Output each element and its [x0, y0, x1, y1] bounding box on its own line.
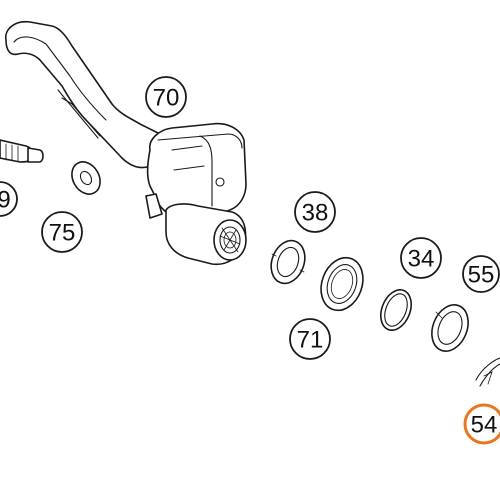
callout-71-label: 71	[297, 327, 324, 354]
callout-38-circle	[294, 191, 336, 233]
washer	[71, 161, 101, 195]
callout-34-circle	[400, 237, 442, 279]
callout-9-circle	[0, 181, 18, 217]
callout-34: 34	[400, 237, 442, 279]
callout-9: 9	[0, 181, 18, 217]
kickstart-lever	[5, 20, 247, 266]
callout-70-circle	[145, 76, 187, 118]
callout-75: 75	[41, 211, 83, 253]
circlip	[431, 304, 469, 352]
callout-54-circle	[463, 403, 500, 445]
bearing-ring	[320, 256, 364, 312]
callout-34-label: 34	[408, 246, 435, 273]
callout-9-label: 9	[0, 187, 11, 214]
bolt	[0, 139, 44, 163]
callout-55-label: 55	[468, 262, 495, 289]
callout-70-label: 70	[153, 85, 180, 112]
callout-54: 54	[463, 403, 500, 445]
thin-washer	[380, 289, 412, 331]
callout-75-label: 75	[49, 220, 76, 247]
callout-75-circle	[41, 211, 83, 253]
callout-55: 55	[462, 255, 500, 293]
callout-71: 71	[289, 318, 331, 360]
callout-38: 38	[294, 191, 336, 233]
callout-71-circle	[289, 318, 331, 360]
callout-70: 70	[145, 76, 187, 118]
callout-55-circle	[462, 255, 500, 293]
callout-38-label: 38	[302, 200, 329, 227]
shaft-seal	[270, 239, 306, 285]
torsion-spring	[475, 357, 500, 387]
callout-54-label: 54	[471, 412, 498, 439]
